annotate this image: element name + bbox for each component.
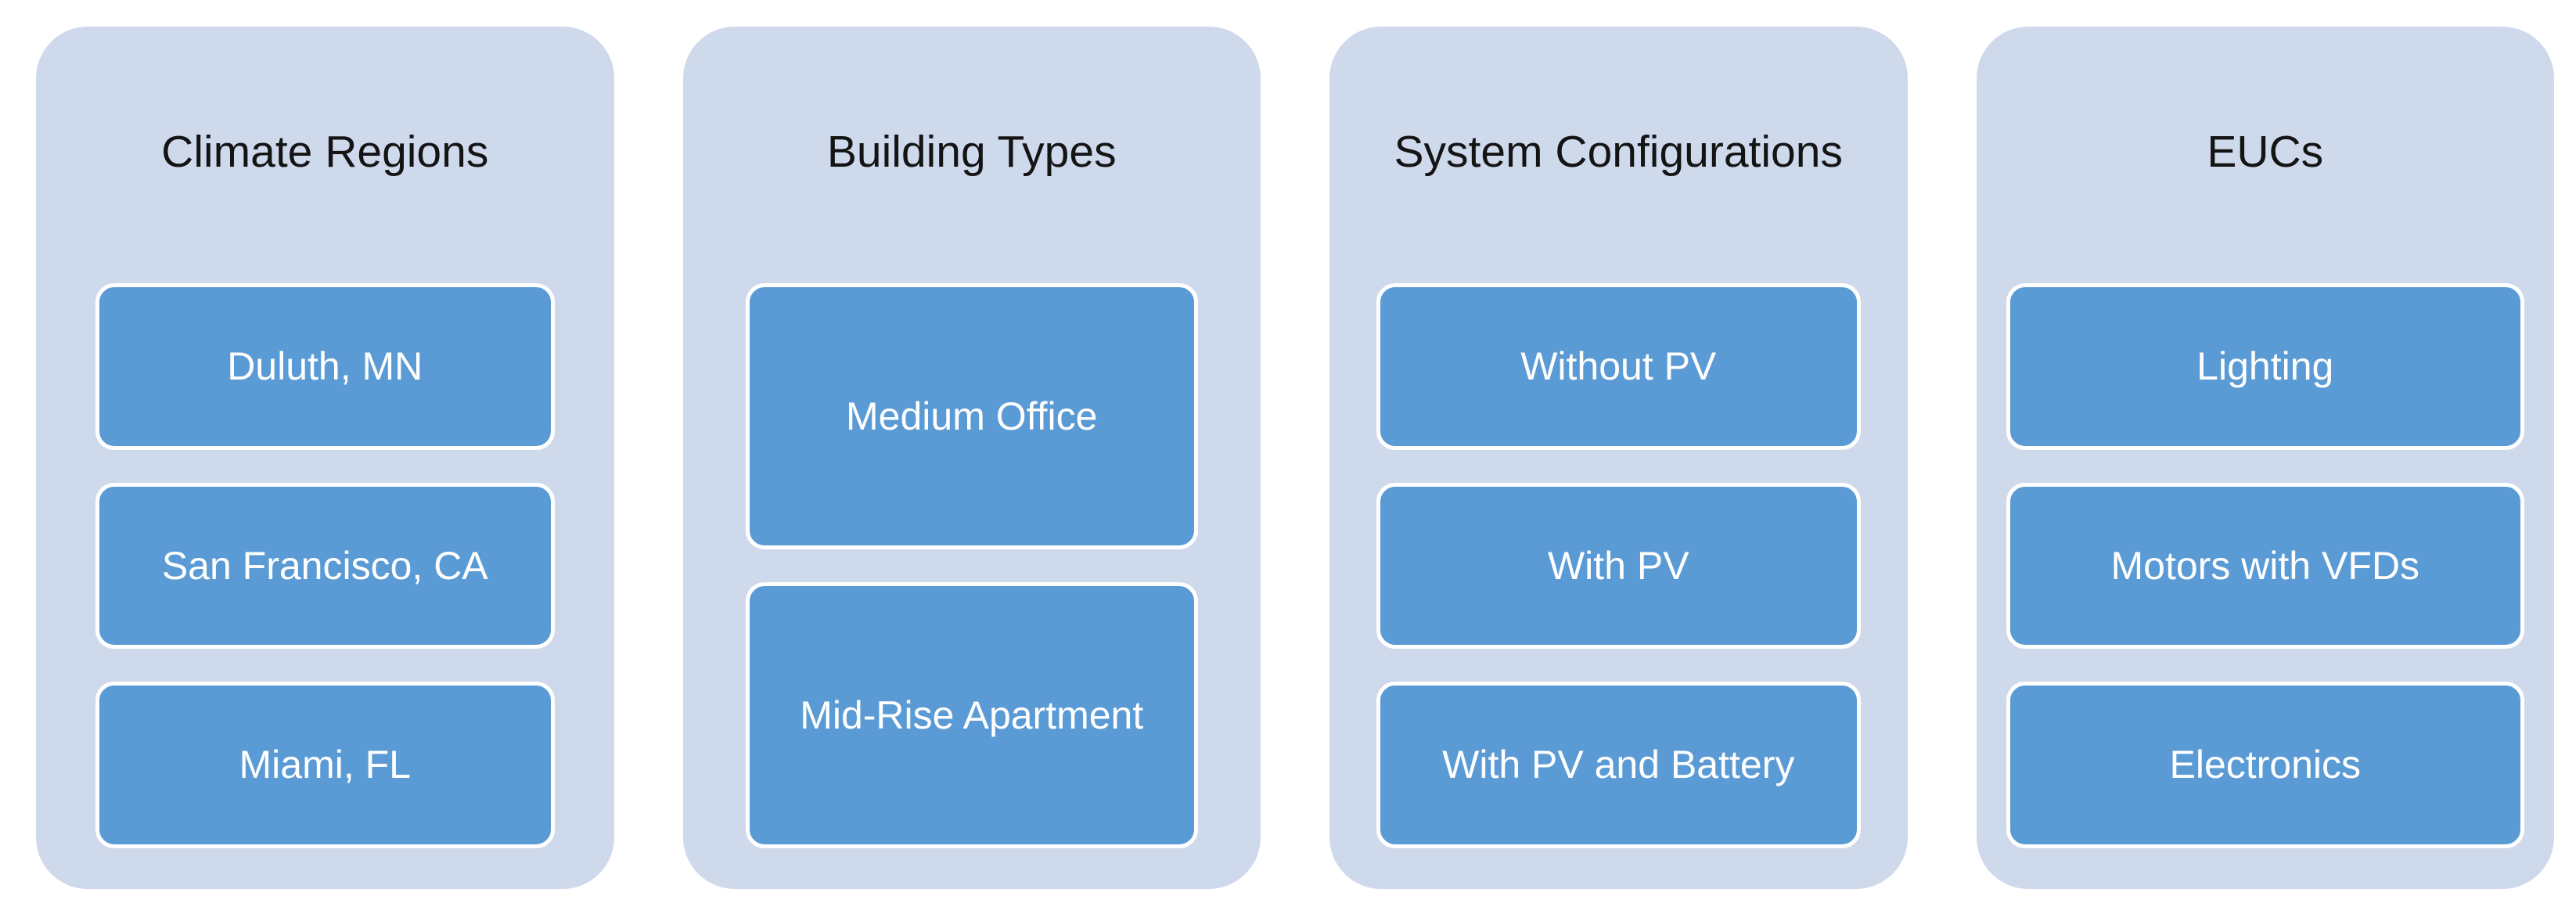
item-without-pv: Without PV	[1376, 283, 1861, 450]
item-miami-fl: Miami, FL	[95, 682, 555, 848]
item-electronics: Electronics	[2006, 682, 2524, 848]
panel-title-eucs: EUCs	[2207, 127, 2324, 177]
panel-climate-regions: Climate Regions Duluth, MN San Francisco…	[36, 27, 614, 889]
panel-items-system-configurations: Without PV With PV With PV and Battery	[1329, 283, 1908, 848]
panel-title-system-configurations: System Configurations	[1394, 127, 1843, 177]
item-with-pv: With PV	[1376, 482, 1861, 650]
item-mid-rise-apartment: Mid-Rise Apartment	[745, 582, 1198, 849]
item-san-francisco-ca: San Francisco, CA	[95, 482, 555, 650]
panel-eucs: EUCs Lighting Motors with VFDs Electroni…	[1976, 27, 2555, 889]
item-medium-office: Medium Office	[745, 283, 1198, 550]
item-duluth-mn: Duluth, MN	[95, 283, 555, 450]
panel-system-configurations: System Configurations Without PV With PV…	[1329, 27, 1908, 889]
item-motors-with-vfds: Motors with VFDs	[2006, 482, 2524, 650]
item-with-pv-and-battery: With PV and Battery	[1376, 682, 1861, 848]
panel-items-building-types: Medium Office Mid-Rise Apartment	[683, 283, 1261, 849]
item-lighting: Lighting	[2006, 283, 2524, 450]
panel-title-building-types: Building Types	[826, 127, 1117, 177]
panel-title-climate-regions: Climate Regions	[161, 127, 489, 177]
panel-items-climate-regions: Duluth, MN San Francisco, CA Miami, FL	[36, 283, 614, 848]
panel-building-types: Building Types Medium Office Mid-Rise Ap…	[682, 27, 1261, 889]
panel-items-eucs: Lighting Motors with VFDs Electronics	[1977, 283, 2555, 848]
